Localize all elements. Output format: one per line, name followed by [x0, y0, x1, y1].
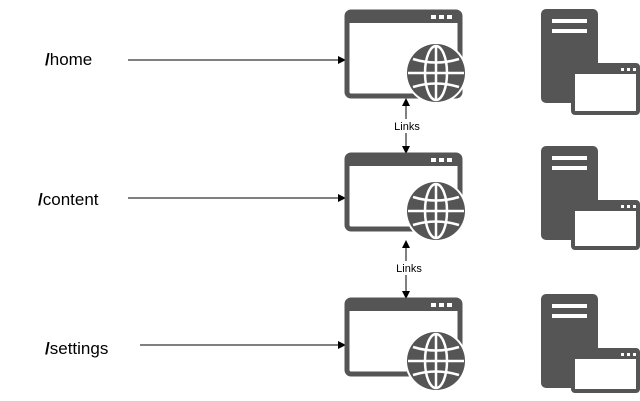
route-row-settings: /settings — [45, 294, 640, 393]
server-icon — [541, 294, 640, 393]
browser-globe-icon — [344, 9, 467, 104]
route-label-settings: /settings — [45, 339, 108, 358]
link-connector-1: Links — [390, 98, 422, 154]
browser-globe-icon — [344, 152, 467, 242]
link-label-1: Links — [394, 121, 420, 133]
link-connector-2: Links — [390, 240, 422, 299]
link-label-2: Links — [396, 263, 422, 275]
server-icon — [541, 146, 640, 250]
route-label-content: /content — [38, 190, 99, 209]
route-row-home: /home — [45, 9, 640, 115]
browser-globe-icon — [344, 297, 467, 392]
server-icon — [541, 9, 640, 115]
route-label-home: /home — [45, 50, 92, 69]
route-row-content: /content — [38, 146, 640, 250]
